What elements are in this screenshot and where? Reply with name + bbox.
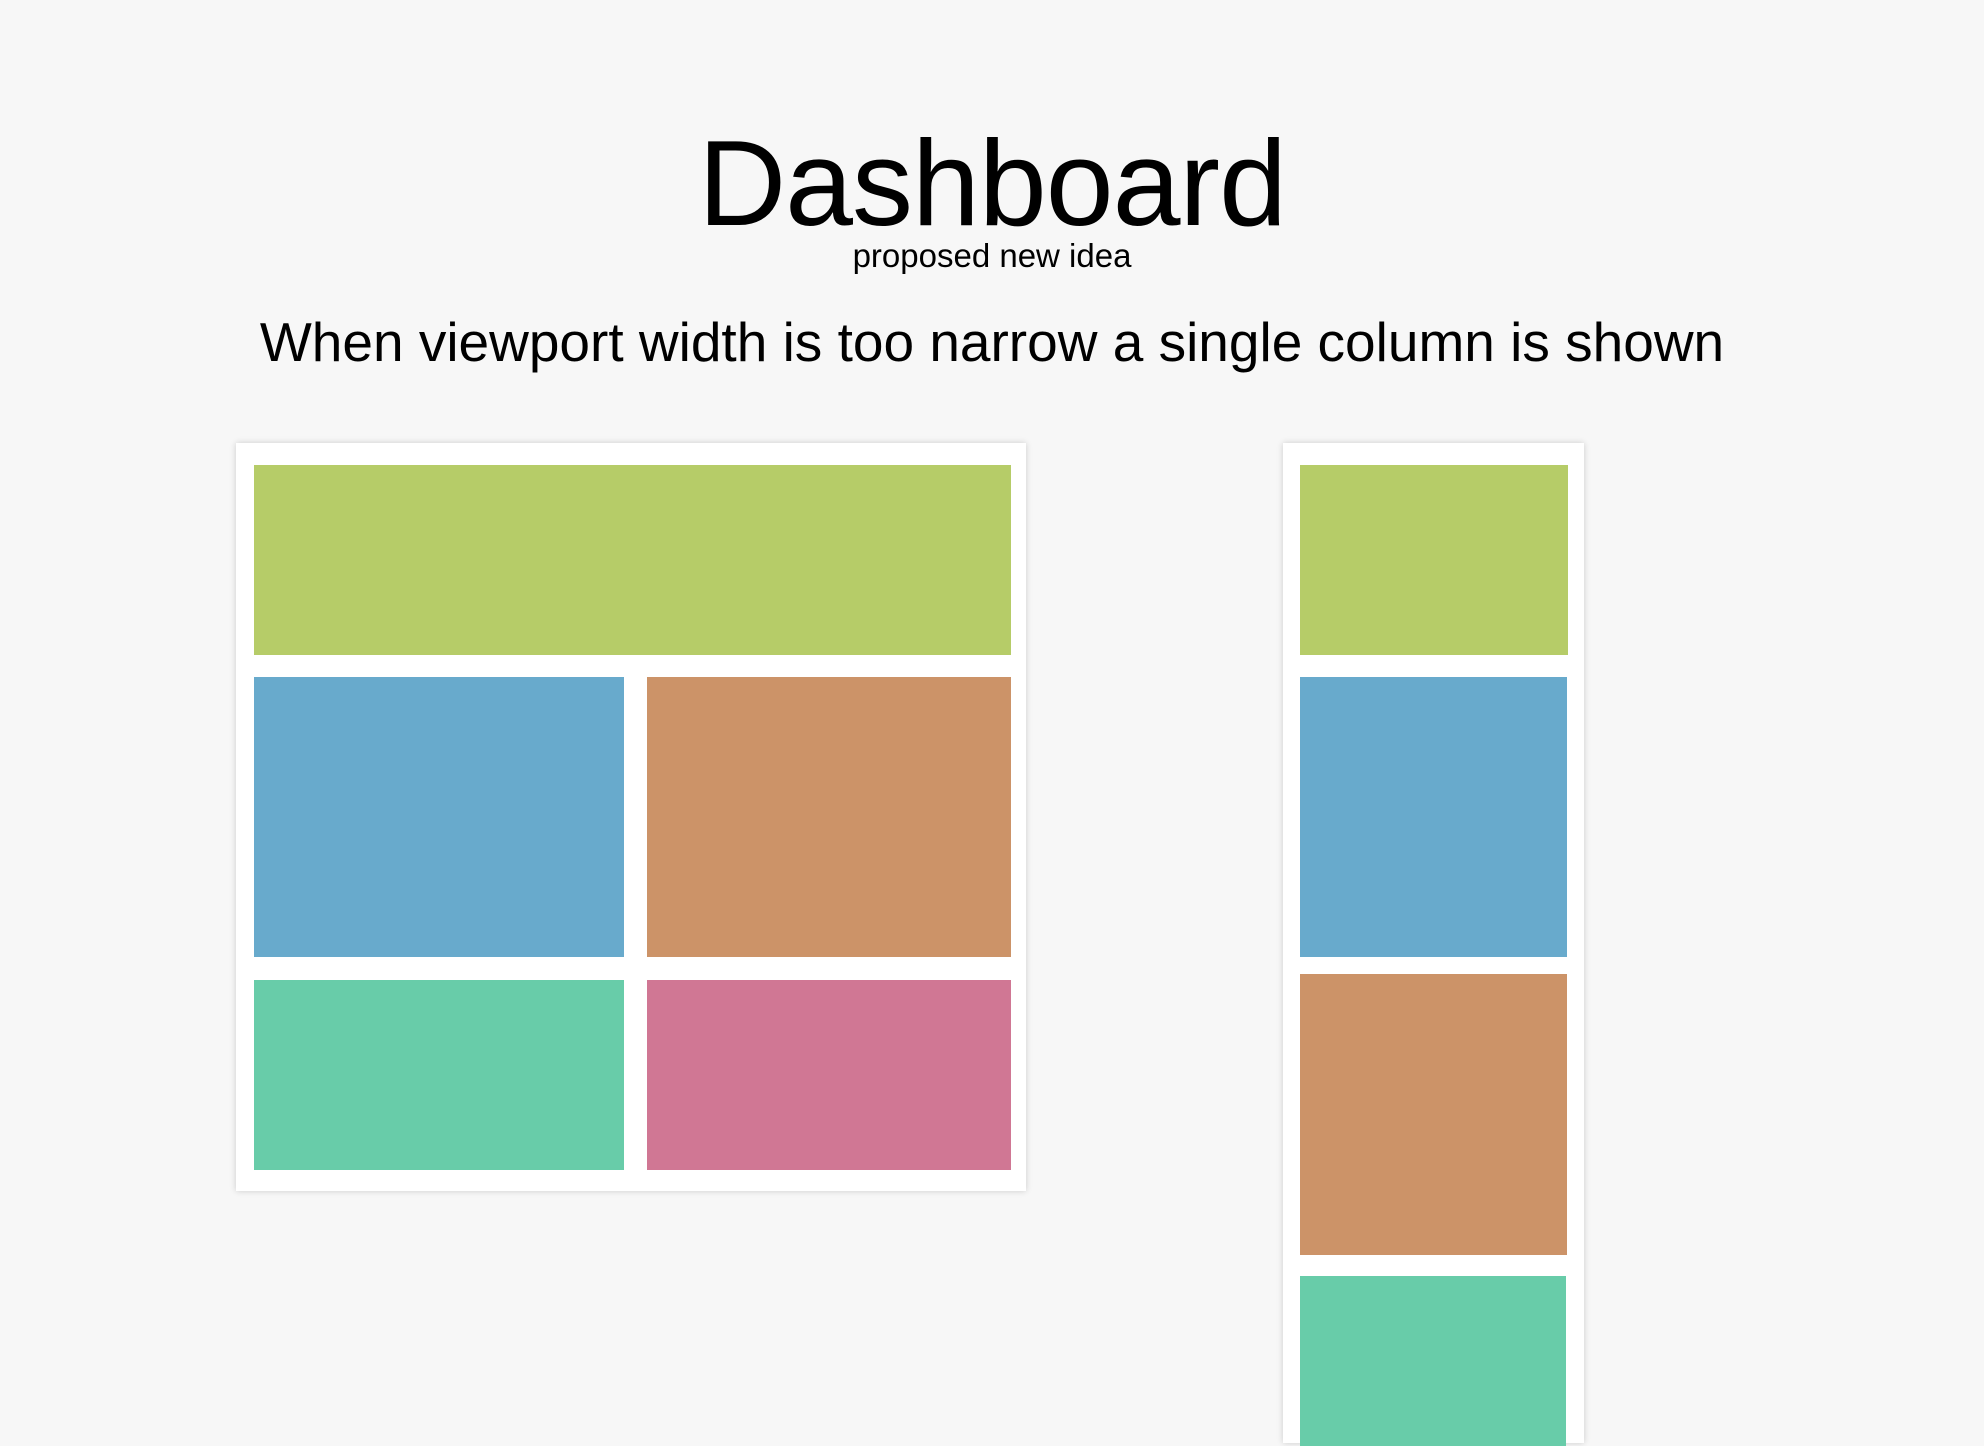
narrow-tile-blue (1300, 677, 1567, 957)
narrow-tile-green (1300, 465, 1568, 655)
wide-tile-orange (647, 677, 1011, 957)
page-title: Dashboard (698, 115, 1287, 251)
narrow-tile-orange (1300, 974, 1567, 1255)
wide-tile-teal (254, 980, 624, 1170)
narrow-dashboard-mockup (1283, 443, 1584, 1446)
wide-dashboard-mockup (236, 443, 1026, 1191)
wide-tile-green (254, 465, 1011, 655)
wide-tile-blue (254, 677, 624, 957)
wide-tile-pink (647, 980, 1011, 1170)
layout-caption: When viewport width is too narrow a sing… (259, 311, 1725, 373)
page-subtitle: proposed new idea (852, 237, 1132, 274)
narrow-tile-teal (1300, 1276, 1566, 1446)
